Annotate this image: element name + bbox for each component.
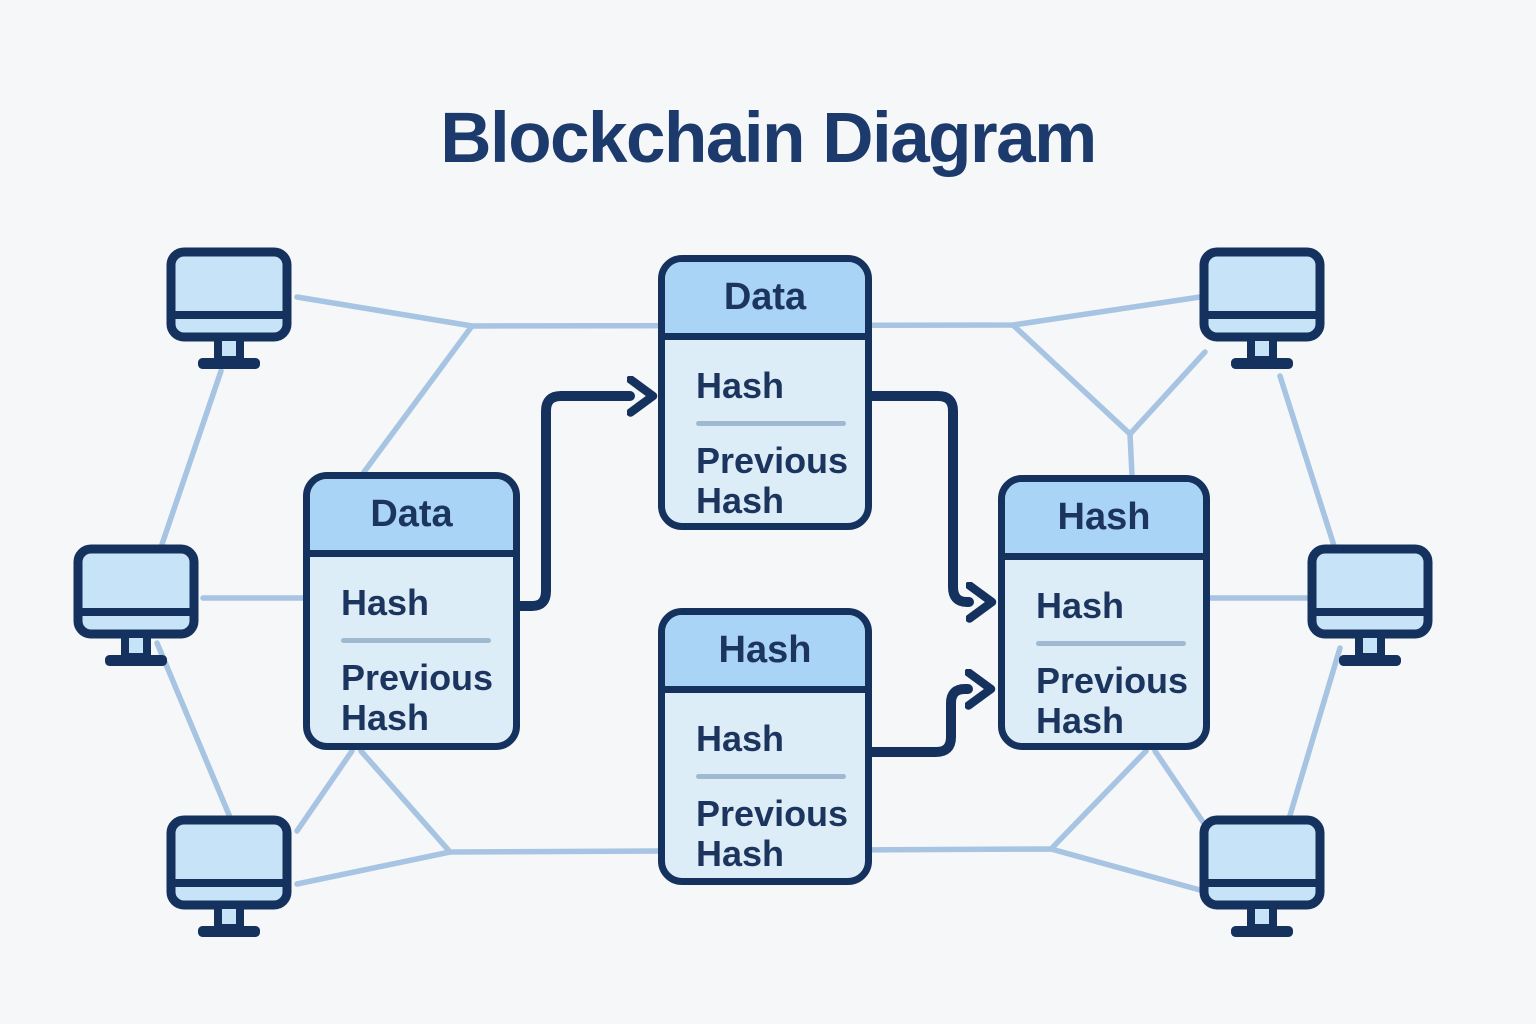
network-line [361, 323, 475, 475]
field-divider [696, 421, 846, 426]
network-line [1277, 373, 1339, 555]
desktop-monitor-icon [171, 820, 287, 937]
hash-arrow-left-to-top-middle [515, 396, 630, 611]
hash-arrow-bottom-middle-to-right [867, 689, 968, 757]
network-line [155, 368, 224, 559]
hash-field-label: Hash [1036, 585, 1125, 626]
block-body: Hash Previous Hash [665, 693, 865, 874]
network-line [1048, 748, 1149, 852]
hash-field-label: Hash [696, 718, 785, 759]
field-divider [696, 774, 846, 779]
block-header: Hash [665, 615, 865, 693]
network-line [1010, 322, 1135, 479]
network-line [1285, 645, 1343, 825]
network-line [294, 849, 453, 887]
block-body: Hash Previous Hash [310, 557, 513, 738]
block-header: Hash [1005, 482, 1203, 560]
previous-hash-field-label: Previous Hash [696, 440, 849, 521]
block-body: Hash Previous Hash [1005, 560, 1203, 741]
desktop-monitor-icon [78, 549, 194, 666]
desktop-monitor-icon [1204, 252, 1320, 369]
block-body: Hash Previous Hash [665, 340, 865, 521]
desktop-monitor-icon [1204, 820, 1320, 937]
block-bottom-middle: Hash Hash Previous Hash [658, 608, 872, 885]
network-line [1152, 748, 1206, 825]
page-title: Blockchain Diagram [440, 99, 1097, 178]
previous-hash-field-label: Previous Hash [1036, 660, 1189, 741]
network-line [154, 640, 235, 825]
block-right: Hash Hash Previous Hash [998, 475, 1210, 750]
block-header: Data [310, 479, 513, 557]
hash-arrow-top-middle-to-right [867, 391, 969, 602]
block-left: Data Hash Previous Hash [303, 472, 520, 750]
desktop-monitor-icon [1312, 549, 1428, 666]
desktop-monitor-icon [171, 252, 287, 369]
block-top-middle: Data Hash Previous Hash [658, 255, 872, 530]
block-header: Data [665, 262, 865, 340]
network-line [294, 748, 355, 834]
hash-field-label: Hash [341, 582, 430, 623]
hash-flow-arrows [515, 391, 969, 757]
field-divider [341, 638, 491, 643]
field-divider [1036, 641, 1186, 646]
hash-field-label: Hash [696, 365, 785, 406]
previous-hash-field-label: Previous Hash [696, 793, 849, 874]
network-line [1127, 349, 1208, 437]
previous-hash-field-label: Previous Hash [341, 657, 494, 738]
